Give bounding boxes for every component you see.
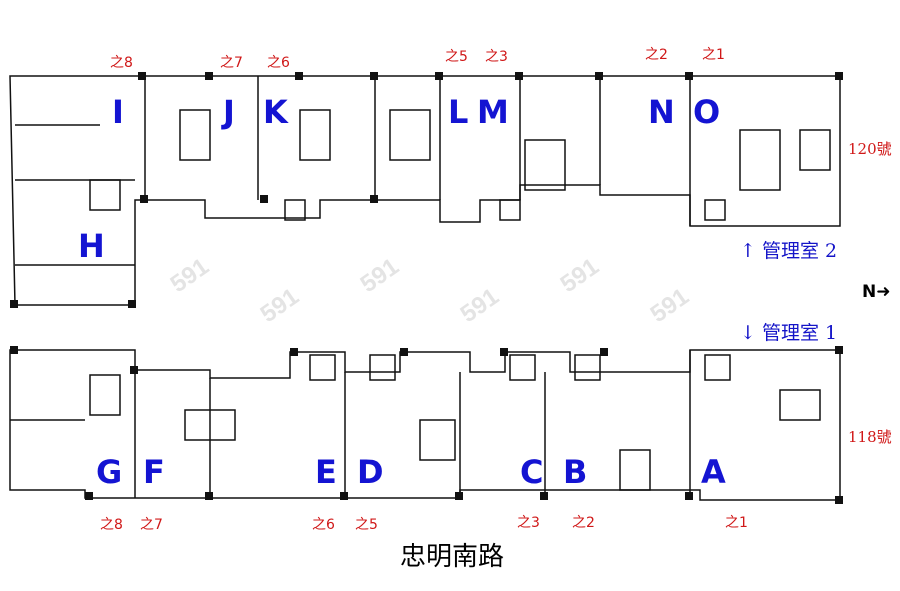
suffix-label: 之1 [702, 47, 725, 63]
unit-label-f: F [143, 453, 165, 491]
suffix-label: 之6 [312, 517, 335, 533]
suffix-label: 之2 [572, 515, 595, 531]
unit-label-e: E [315, 453, 337, 491]
suffix-label: 之6 [267, 55, 290, 71]
suffix-label: 之2 [645, 47, 668, 63]
management-office-1-label: 管理室 1 [761, 322, 838, 344]
unit-label-j: J [223, 93, 235, 131]
unit-label-d: D [357, 453, 384, 491]
building-number-120: 120號 [848, 140, 892, 158]
suffix-label: 之7 [140, 517, 163, 533]
unit-label-a: A [701, 453, 726, 491]
north-arrow-icon: N➜ [862, 282, 891, 302]
suffix-label: 之8 [110, 55, 133, 71]
suffix-label: 之8 [100, 517, 123, 533]
unit-label-o: O [693, 93, 721, 131]
suffix-label: 之7 [220, 55, 243, 71]
suffix-label: 之3 [517, 515, 540, 531]
suffix-label: 之5 [355, 517, 378, 533]
unit-label-k: K [263, 93, 288, 131]
road-label: 忠明南路 [400, 542, 505, 572]
management-office-1: ↓ 管理室 1 [740, 318, 837, 345]
unit-label-i: I [112, 93, 124, 131]
suffix-label: 之5 [445, 49, 468, 65]
suffix-label: 之3 [485, 49, 508, 65]
unit-label-l: L [448, 93, 469, 131]
management-office-2: ↑ 管理室 2 [740, 236, 837, 263]
management-office-2-label: 管理室 2 [761, 240, 838, 262]
unit-label-c: C [520, 453, 544, 491]
arrow-up-icon: ↑ [740, 240, 756, 262]
unit-label-b: B [563, 453, 588, 491]
unit-label-g: G [96, 453, 123, 491]
unit-label-n: N [648, 93, 675, 131]
building-number-118: 118號 [848, 428, 892, 446]
unit-label-h: H [78, 227, 105, 265]
suffix-label: 之1 [725, 515, 748, 531]
arrow-down-icon: ↓ [740, 322, 756, 344]
unit-label-m: M [477, 93, 509, 131]
